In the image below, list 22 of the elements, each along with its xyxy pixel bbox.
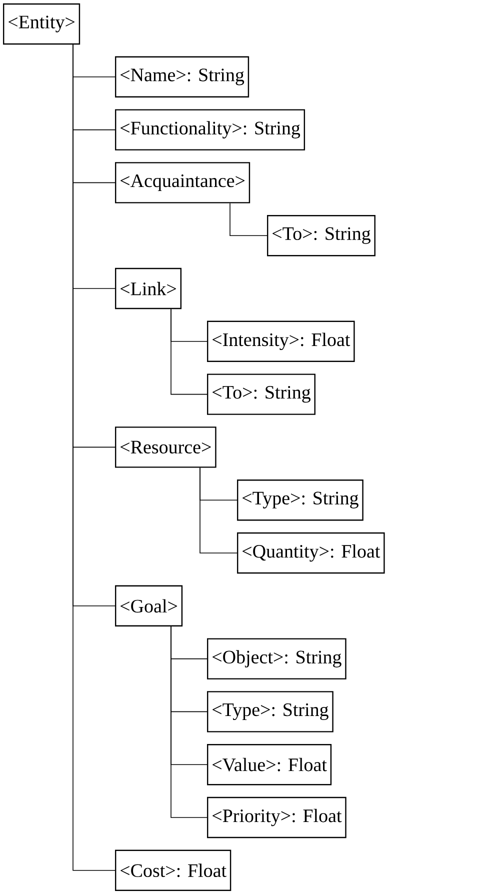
field-box: <Cost>: Float (115, 850, 232, 891)
field-box: <Acquaintance> (115, 162, 250, 204)
field-box: <Name>: String (115, 56, 250, 98)
field-box: <Priority>: Float (207, 796, 346, 838)
connector-line (72, 44, 116, 871)
field-box: <Resource> (115, 426, 216, 468)
field-box: <Entity> (3, 3, 80, 45)
field-box: <To>: String (207, 374, 316, 415)
field-box: <Object>: String (207, 638, 346, 680)
field-box: <Type>: String (207, 691, 334, 732)
connector-line (170, 626, 208, 818)
field-box: <Intensity>: Float (207, 320, 355, 362)
connector-line (200, 467, 238, 554)
connector-line (170, 308, 208, 395)
field-box: <Goal> (115, 585, 183, 626)
field-box: <To>: String (267, 215, 376, 256)
field-box: <Link> (115, 268, 182, 310)
field-box: <Value>: Float (207, 744, 332, 786)
connector-line (230, 202, 268, 236)
field-box: <Type>: String (237, 480, 364, 521)
field-box: <Quantity>: Float (237, 532, 385, 574)
field-box: <Functionality>: String (115, 109, 306, 150)
